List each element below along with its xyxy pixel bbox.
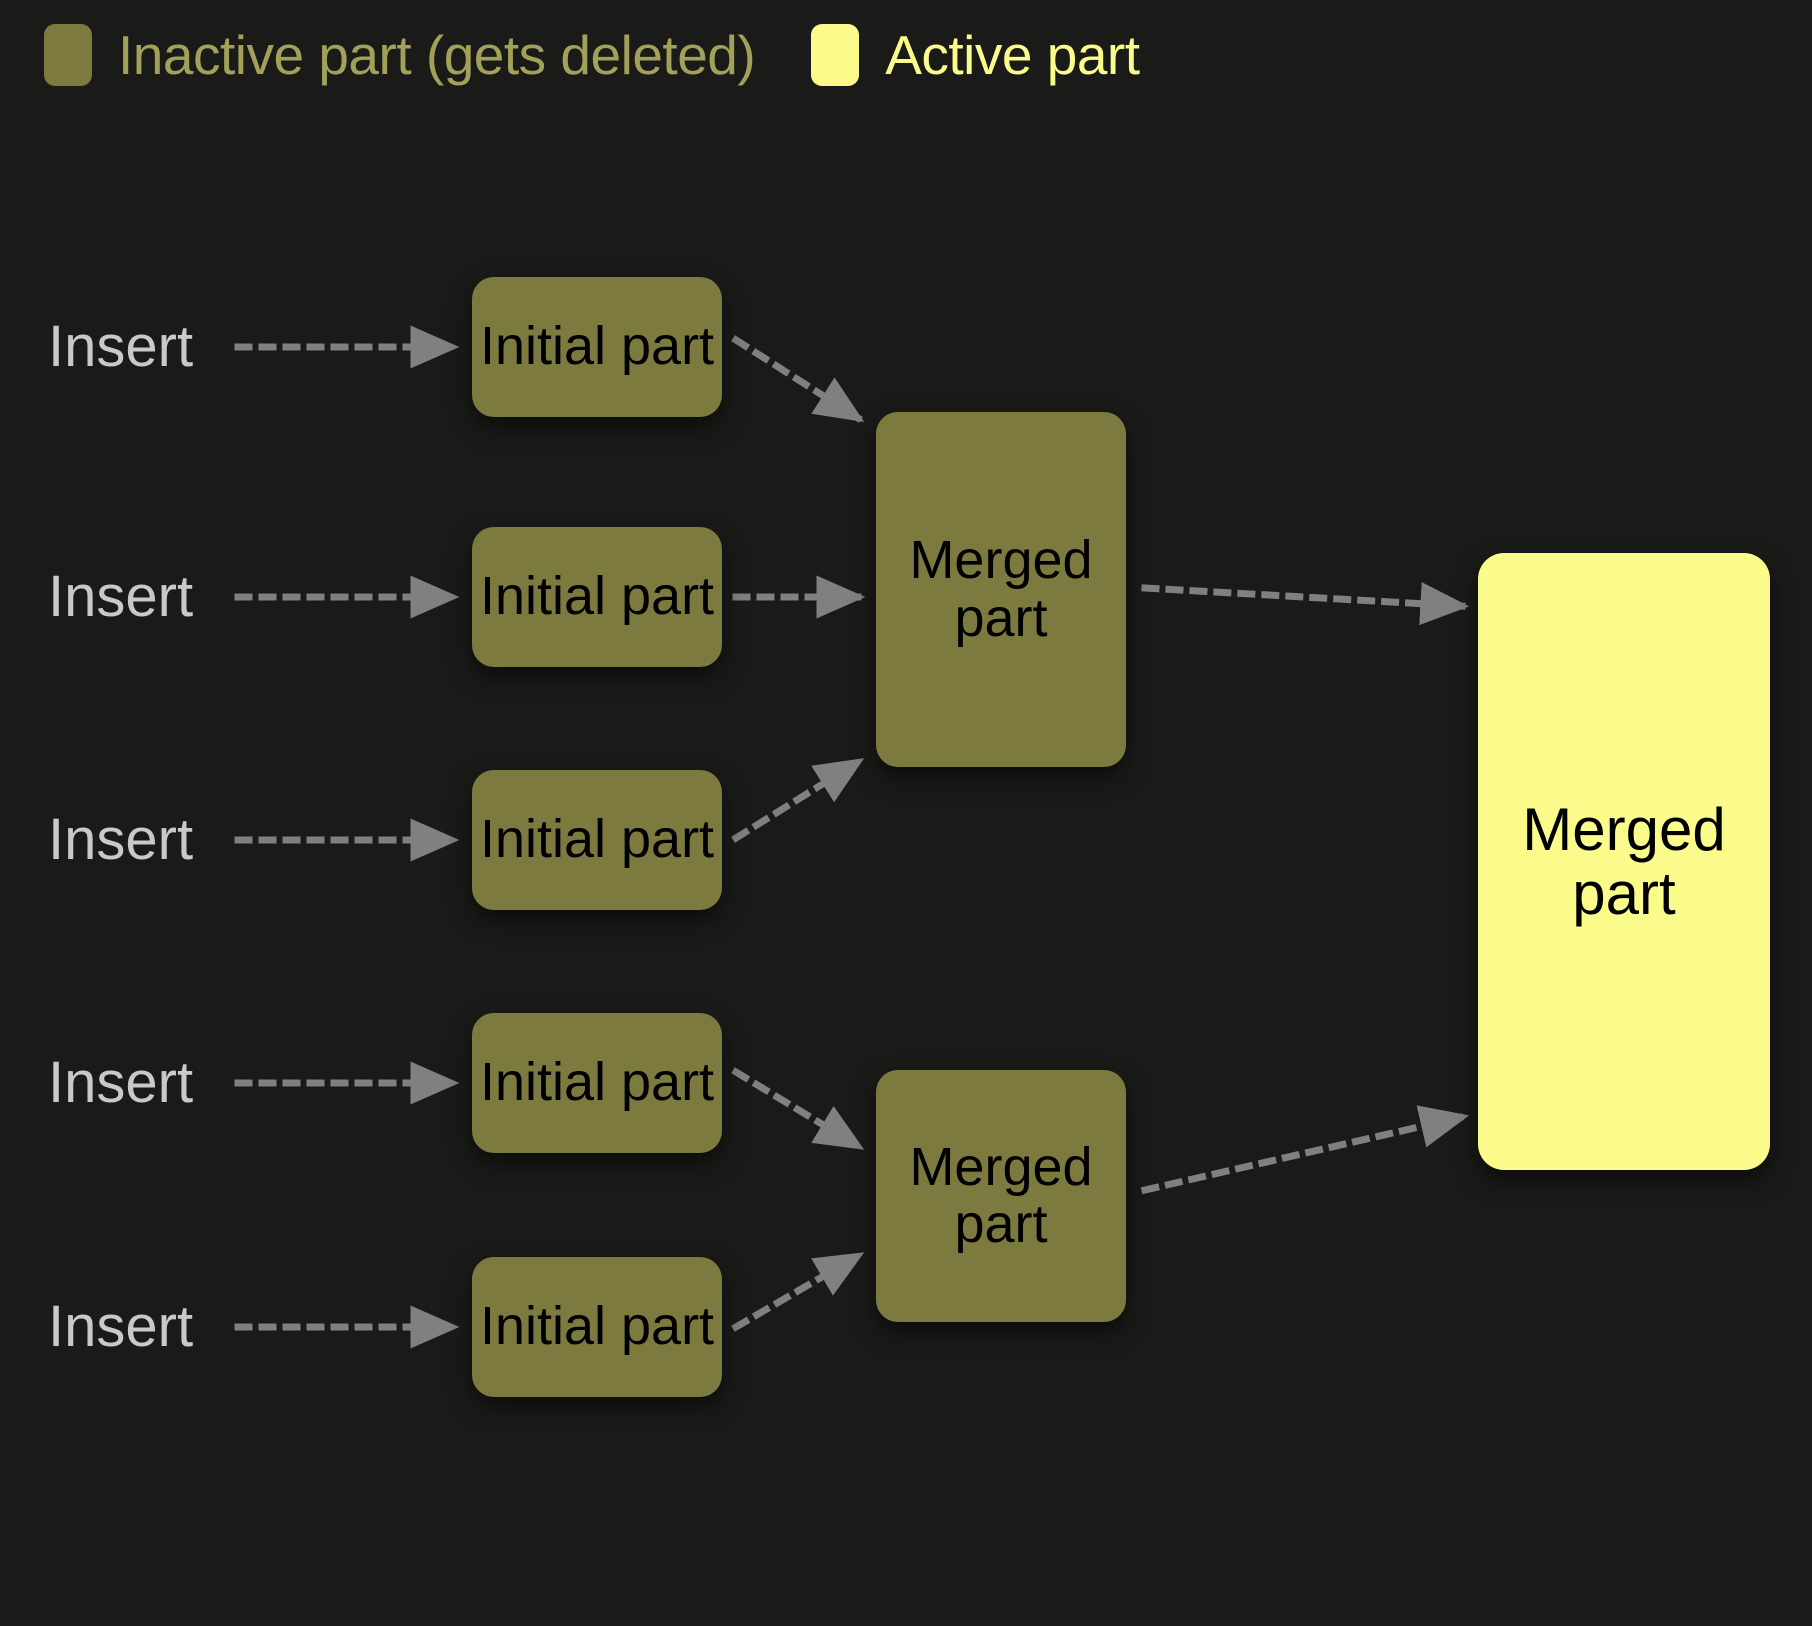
initial-part-node-3[interactable]: Initial part (472, 770, 722, 910)
arrow-merged-top-to-active (1141, 582, 1470, 626)
active-swatch-icon (811, 24, 860, 86)
insert-label-2: Insert (48, 564, 194, 629)
insert-label-1: Insert (48, 314, 194, 379)
initial-part-node-4[interactable]: Initial part (472, 1013, 722, 1153)
initial-part-node-1[interactable]: Initial part (472, 277, 722, 417)
initial-part-node-2[interactable]: Initial part (472, 527, 722, 667)
arrow-initial5-to-merged-bot (731, 1251, 865, 1332)
legend-label-inactive: Inactive part (gets deleted) (118, 23, 756, 86)
initial-part-node-5[interactable]: Initial part (472, 1257, 722, 1397)
merged-part-node-active[interactable]: Merged part (1478, 553, 1770, 1170)
arrow-merged-bot-to-active (1140, 1105, 1470, 1195)
legend-label-active: Active part (885, 23, 1140, 86)
insert-label-4: Insert (48, 1050, 194, 1115)
legend: Inactive part (gets deleted) Active part (44, 24, 1140, 86)
merged-part-node-bottom[interactable]: Merged part (876, 1070, 1126, 1322)
arrow-initial4-to-merged-bot (731, 1067, 865, 1151)
legend-item-inactive: Inactive part (gets deleted) (44, 23, 756, 86)
legend-item-active: Active part (811, 23, 1140, 86)
inactive-swatch-icon (44, 24, 92, 86)
insert-label-3: Insert (48, 807, 194, 872)
insert-label-5: Insert (48, 1294, 194, 1359)
merged-part-node-top[interactable]: Merged part (876, 412, 1126, 767)
arrow-initial3-to-merged-top (731, 757, 865, 843)
arrow-initial1-to-merged-top (731, 335, 865, 423)
